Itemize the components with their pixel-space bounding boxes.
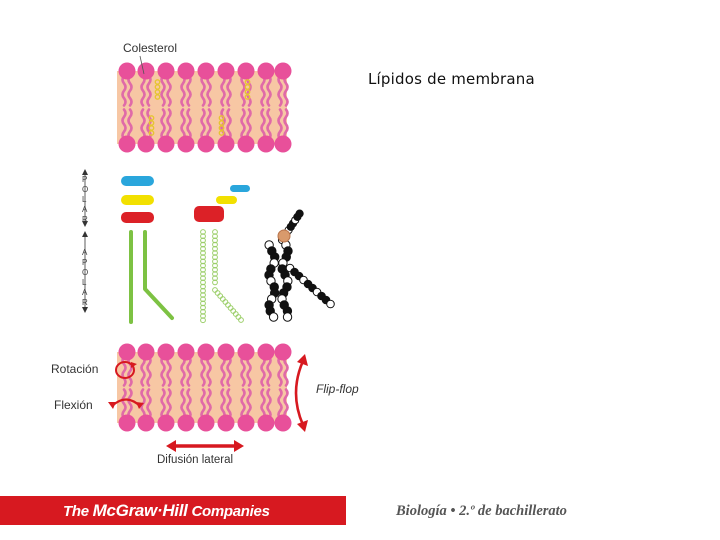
logo-suffix: Companies xyxy=(188,503,270,520)
space-filling-lipid xyxy=(265,210,334,321)
phospholipid-head xyxy=(178,136,195,153)
phospholipid-head xyxy=(198,63,215,80)
phospholipid-head xyxy=(178,344,195,361)
phospholipid-head xyxy=(138,63,155,80)
polar-scale: P O L A R xyxy=(82,169,88,227)
phospholipid-head xyxy=(119,344,136,361)
coil-loop xyxy=(218,294,223,299)
phospholipid-head xyxy=(238,63,255,80)
flip-flop-label: Flip-flop xyxy=(316,382,359,396)
polar-head-yellow xyxy=(121,195,154,205)
phospholipid-head xyxy=(258,63,275,80)
polar-heads-right xyxy=(194,185,250,222)
apolar-letter-r: R xyxy=(82,298,88,307)
polar-letter-p: P xyxy=(82,175,87,184)
phospholipid-head xyxy=(178,63,195,80)
coil-loop xyxy=(226,303,231,308)
polar-letter-r: R xyxy=(82,215,88,224)
phospholipid-head xyxy=(158,136,175,153)
coil-loop xyxy=(215,291,220,296)
phospholipid-head xyxy=(218,344,235,361)
flexion-label: Flexión xyxy=(54,398,93,412)
phospholipid-head xyxy=(218,136,235,153)
coil-loop xyxy=(233,312,238,317)
apolar-scale: A P O L A R xyxy=(82,231,88,313)
phospholipid-head xyxy=(119,63,136,80)
phospholipid-head xyxy=(138,136,155,153)
phospholipid-head xyxy=(275,136,292,153)
cholesterol-label: Colesterol xyxy=(123,41,177,55)
apolar-letter-p: P xyxy=(82,258,87,267)
bottom-membrane xyxy=(117,344,292,432)
phospholipid-head xyxy=(218,63,235,80)
logo-name: McGraw·Hill xyxy=(93,501,188,520)
polar-heads-left xyxy=(121,176,154,223)
coiled-tails xyxy=(201,230,244,323)
phospholipid-head xyxy=(198,344,215,361)
coil-loop xyxy=(236,315,241,320)
phospholipid-head xyxy=(238,344,255,361)
publisher-banner: The McGraw·Hill Companies xyxy=(0,496,346,525)
small-polar-head-blue xyxy=(230,185,250,192)
polar-group-atom xyxy=(278,230,290,242)
phospholipid-head xyxy=(158,63,175,80)
lateral-diffusion-arrow xyxy=(166,440,244,452)
phospholipid-head xyxy=(198,415,215,432)
phospholipid-head xyxy=(119,136,136,153)
atom xyxy=(296,210,303,217)
flip-flop-arrow xyxy=(296,354,308,432)
phospholipid-head xyxy=(238,415,255,432)
top-membrane xyxy=(117,63,292,153)
atom xyxy=(283,313,291,321)
atom xyxy=(327,300,335,308)
phospholipid-head xyxy=(198,136,215,153)
coil-loop xyxy=(213,288,218,293)
phospholipid-head xyxy=(158,415,175,432)
coil-loop xyxy=(231,309,236,314)
phospholipid-head xyxy=(218,415,235,432)
polar-letter-a: A xyxy=(82,205,88,214)
phospholipid-head xyxy=(178,415,195,432)
apolar-letter-l: L xyxy=(82,278,87,287)
apolar-letter-o: O xyxy=(82,268,88,277)
phospholipid-head xyxy=(275,344,292,361)
polar-letter-o: O xyxy=(82,185,88,194)
polar-head-blue xyxy=(121,176,154,186)
small-polar-head-yellow xyxy=(216,196,237,204)
apolar-tails-left xyxy=(131,232,172,322)
coil-loop xyxy=(223,300,228,305)
phospholipid-head xyxy=(138,344,155,361)
polar-head-red xyxy=(121,212,154,223)
apolar-letter-a: A xyxy=(82,248,88,257)
small-polar-head-red xyxy=(194,206,224,222)
polar-letter-l: L xyxy=(82,195,87,204)
phospholipid-head xyxy=(138,415,155,432)
apolar-letter-a2: A xyxy=(82,288,88,297)
phospholipid-head xyxy=(158,344,175,361)
phospholipid-head xyxy=(119,415,136,432)
logo-prefix: The xyxy=(63,503,93,520)
atom xyxy=(269,313,277,321)
course-caption: Biología • 2.º de bachillerato xyxy=(396,503,567,520)
rotation-label: Rotación xyxy=(51,362,98,376)
phospholipid-head xyxy=(258,344,275,361)
coil-loop xyxy=(220,297,225,302)
phospholipid-head xyxy=(275,415,292,432)
coil-loop xyxy=(228,306,233,311)
phospholipid-head xyxy=(238,136,255,153)
phospholipid-head xyxy=(258,415,275,432)
phospholipid-head xyxy=(275,63,292,80)
lateral-diffusion-label: Difusión lateral xyxy=(157,454,233,466)
phospholipid-head xyxy=(258,136,275,153)
publisher-logo: The McGraw·Hill Companies xyxy=(63,501,270,521)
coil-loop xyxy=(239,318,244,323)
